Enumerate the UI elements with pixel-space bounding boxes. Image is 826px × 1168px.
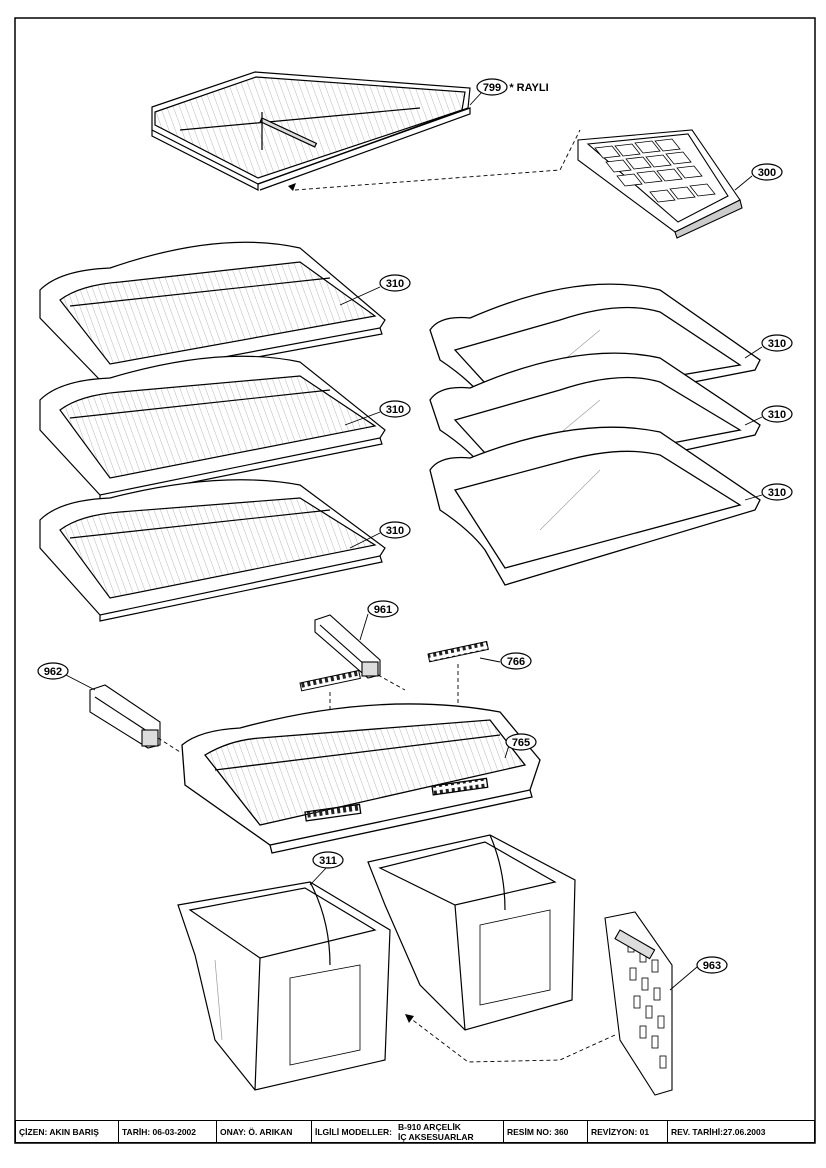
callout-310-left-1: 310 <box>386 278 404 290</box>
callout-799: 799 <box>483 82 501 94</box>
guide-line-799 <box>294 129 581 191</box>
part-311-crisper-drawer-left <box>177 881 391 1091</box>
drawing-frame <box>14 17 816 1144</box>
callout-310-right-1: 310 <box>768 338 786 350</box>
part-300-ice-tray <box>577 129 743 239</box>
drawn-by: ÇİZEN: AKIN BARIŞ <box>16 1121 119 1142</box>
callout-963: 963 <box>703 960 721 972</box>
callout-766: 766 <box>507 656 525 668</box>
part-311-crisper-drawer-right <box>367 834 576 1031</box>
part-310-frame-shelf-right-3 <box>429 426 761 586</box>
related-models-label: İLGİLİ MODELLER: <box>315 1126 392 1137</box>
leader-lines <box>65 91 763 991</box>
related-models: İLGİLİ MODELLER: B-910 ARÇELİK İÇ AKSESU… <box>312 1121 504 1142</box>
part-765-crisper-cover <box>181 703 541 854</box>
related-models-value-1: B-910 ARÇELİK <box>397 1121 461 1132</box>
part-310-shelf-left-2 <box>39 355 386 502</box>
related-models-value-2: İÇ AKSESUARLAR <box>397 1131 474 1142</box>
callout-310-right-2: 310 <box>768 409 786 421</box>
callout-962: 962 <box>44 666 62 678</box>
revision: REVİZYON: 01 <box>588 1121 668 1142</box>
guide-line-962 <box>157 737 181 753</box>
part-310-shelf-left-3 <box>39 479 386 622</box>
callout-310-right-3: 310 <box>768 487 786 499</box>
callout-310-left-3: 310 <box>386 525 404 537</box>
callout-961: 961 <box>374 604 392 616</box>
drawing-date: TARİH: 06-03-2002 <box>119 1121 217 1142</box>
drawing-number: RESİM NO: 360 <box>504 1121 588 1142</box>
title-block: ÇİZEN: AKIN BARIŞ TARİH: 06-03-2002 ONAY… <box>15 1120 815 1143</box>
part-766-vent-strips <box>299 640 489 692</box>
part-963-divider <box>604 911 673 1096</box>
callout-311: 311 <box>319 855 337 867</box>
revision-date: REV. TARİHİ:27.06.2003 <box>671 1126 766 1137</box>
part-962-rail <box>89 684 161 749</box>
guide-line-963 <box>409 1017 616 1063</box>
callout-bubbles <box>37 78 793 974</box>
callout-765: 765 <box>512 737 530 749</box>
part-961-rail <box>314 614 381 679</box>
part-799-sliding-shelf <box>151 71 471 191</box>
callout-799-note: * RAYLI <box>509 82 548 94</box>
callout-310-left-2: 310 <box>386 404 404 416</box>
callout-300: 300 <box>758 167 776 179</box>
approved-by: ONAY: Ö. ARIKAN <box>217 1121 312 1142</box>
